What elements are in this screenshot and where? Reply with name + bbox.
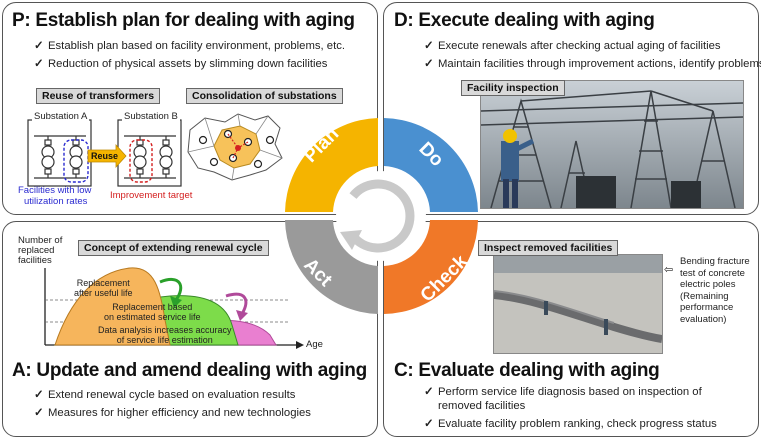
plan-bullet-2: ✓Reduction of physical assets by slimmin… (34, 58, 328, 70)
check-mark-icon: ✓ (34, 40, 44, 52)
act-bullet-1: ✓Extend renewal cycle based on evaluatio… (34, 389, 296, 401)
act-title: A: Update and amend dealing with aging (12, 360, 367, 381)
check-mark-icon: ✓ (424, 418, 434, 430)
low-utilization-label: Facilities with low (18, 185, 92, 196)
check-bullet-1-cont: removed facilities (438, 400, 526, 412)
do-title: D: Execute dealing with aging (394, 10, 655, 31)
consolidation-map (187, 113, 283, 181)
left-arrow-icon: ⇦ (664, 264, 674, 276)
check-bullet-2: ✓Evaluate facility problem ranking, chec… (424, 418, 717, 430)
check-mark-icon: ✓ (424, 386, 434, 398)
low-utilization-label-2: utilization rates (24, 196, 88, 207)
act-bullet-2: ✓Measures for higher efficiency and new … (34, 407, 311, 419)
removed-facilities-photo (493, 254, 663, 354)
pdca-cycle (285, 118, 478, 314)
reuse-transformers-label: Reuse of transformers (36, 88, 161, 104)
check-title: C: Evaluate dealing with aging (394, 360, 660, 381)
plan-segment (285, 118, 378, 212)
substation-b-label: Substation B (122, 111, 180, 122)
check-mark-icon: ✓ (34, 389, 44, 401)
check-mark-icon: ✓ (424, 40, 434, 52)
x-axis-label: Age (306, 339, 323, 350)
check-mark-icon: ✓ (34, 58, 44, 70)
facility-inspection-photo (480, 80, 744, 209)
do-bullet-1: ✓Execute renewals after checking actual … (424, 40, 721, 52)
reuse-label: Reuse (91, 151, 119, 161)
transformer-diagram (27, 119, 182, 187)
improvement-target-label: Improvement target (110, 190, 193, 201)
plan-bullet-1: ✓Establish plan based on facility enviro… (34, 40, 346, 52)
consolidation-label: Consolidation of substations (186, 88, 343, 104)
check-bullet-1: ✓Perform service life diagnosis based on… (424, 386, 702, 398)
inspect-removed-label: Inspect removed facilities (478, 240, 619, 256)
renewal-cycle-chart (44, 267, 304, 349)
do-segment (384, 118, 478, 212)
facility-inspection-label: Facility inspection (461, 80, 565, 96)
check-mark-icon: ✓ (34, 407, 44, 419)
plan-title: P: Establish plan for dealing with aging (12, 10, 355, 31)
do-bullet-2: ✓Maintain facilities through improvement… (424, 58, 761, 70)
check-segment (384, 220, 478, 314)
act-segment (285, 220, 378, 314)
renewal-cycle-label: Concept of extending renewal cycle (78, 240, 269, 256)
check-mark-icon: ✓ (424, 58, 434, 70)
substation-a-label: Substation A (32, 111, 90, 122)
